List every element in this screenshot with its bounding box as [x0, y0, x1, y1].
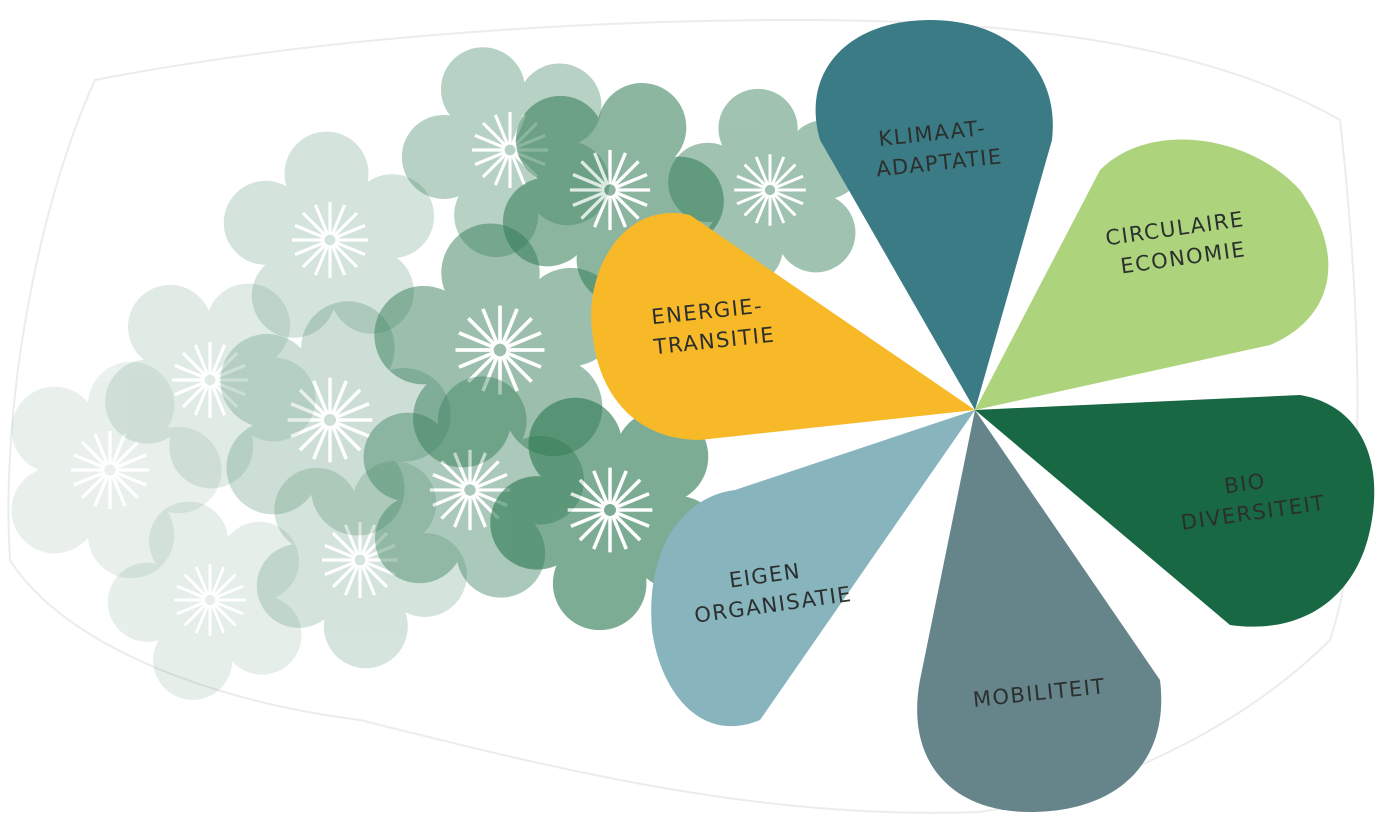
- trail-flower: [502, 82, 724, 304]
- trail-petal: [105, 359, 190, 444]
- trail-petal: [357, 368, 451, 462]
- trail-petal: [220, 333, 314, 428]
- trail-petal: [329, 249, 414, 334]
- trail-petal: [11, 386, 98, 473]
- petal-mobiliteit: [917, 410, 1162, 812]
- trail-petal: [382, 532, 467, 617]
- trail-petal: [222, 595, 302, 675]
- trail-petal: [274, 467, 359, 552]
- trail-petal: [226, 420, 321, 515]
- trail-petal: [11, 467, 98, 554]
- trail-petal: [374, 285, 473, 385]
- trail-petal: [107, 562, 187, 642]
- trail-petal: [352, 460, 437, 545]
- trail-petal: [148, 501, 229, 581]
- trail-petal: [87, 361, 175, 449]
- trail-petal: [135, 426, 222, 514]
- petal-circulaire-economie: [975, 139, 1329, 411]
- trail-petal: [284, 131, 369, 216]
- petal-klimaatadaptatie: [815, 20, 1053, 410]
- trail-petal: [219, 521, 300, 601]
- trail-petal: [310, 441, 405, 536]
- trail-petal: [350, 174, 435, 259]
- trail-petal: [256, 543, 341, 628]
- trail-petal: [323, 584, 408, 669]
- trail-petal: [776, 193, 856, 273]
- trail-flower: [223, 131, 435, 338]
- trail-petal: [223, 180, 308, 265]
- trail-flower: [11, 361, 222, 579]
- trail-petal: [87, 491, 175, 579]
- trail-flower: [490, 397, 724, 631]
- petal-biodiversiteit: [975, 395, 1375, 627]
- trail-petal: [401, 114, 486, 199]
- trail-flower: [256, 460, 467, 669]
- petal-energietransitie: [591, 213, 975, 440]
- trail-petal: [437, 376, 527, 466]
- trail-flower: [220, 301, 451, 536]
- trail-petal: [668, 142, 748, 222]
- trail-petal: [169, 404, 254, 489]
- trail-petal: [363, 412, 453, 502]
- trail-petal: [301, 301, 395, 395]
- trail-petal: [718, 88, 798, 169]
- trail-flower: [107, 501, 302, 700]
- main-flower: [591, 20, 1375, 812]
- trail-petal: [127, 284, 212, 369]
- trail-petal: [153, 620, 233, 700]
- petal-eigen-organisatie: [651, 410, 975, 727]
- trail-petal: [440, 47, 525, 132]
- trail-petal: [206, 283, 291, 368]
- background-outline: [7, 18, 1359, 814]
- trail-petal: [413, 368, 512, 468]
